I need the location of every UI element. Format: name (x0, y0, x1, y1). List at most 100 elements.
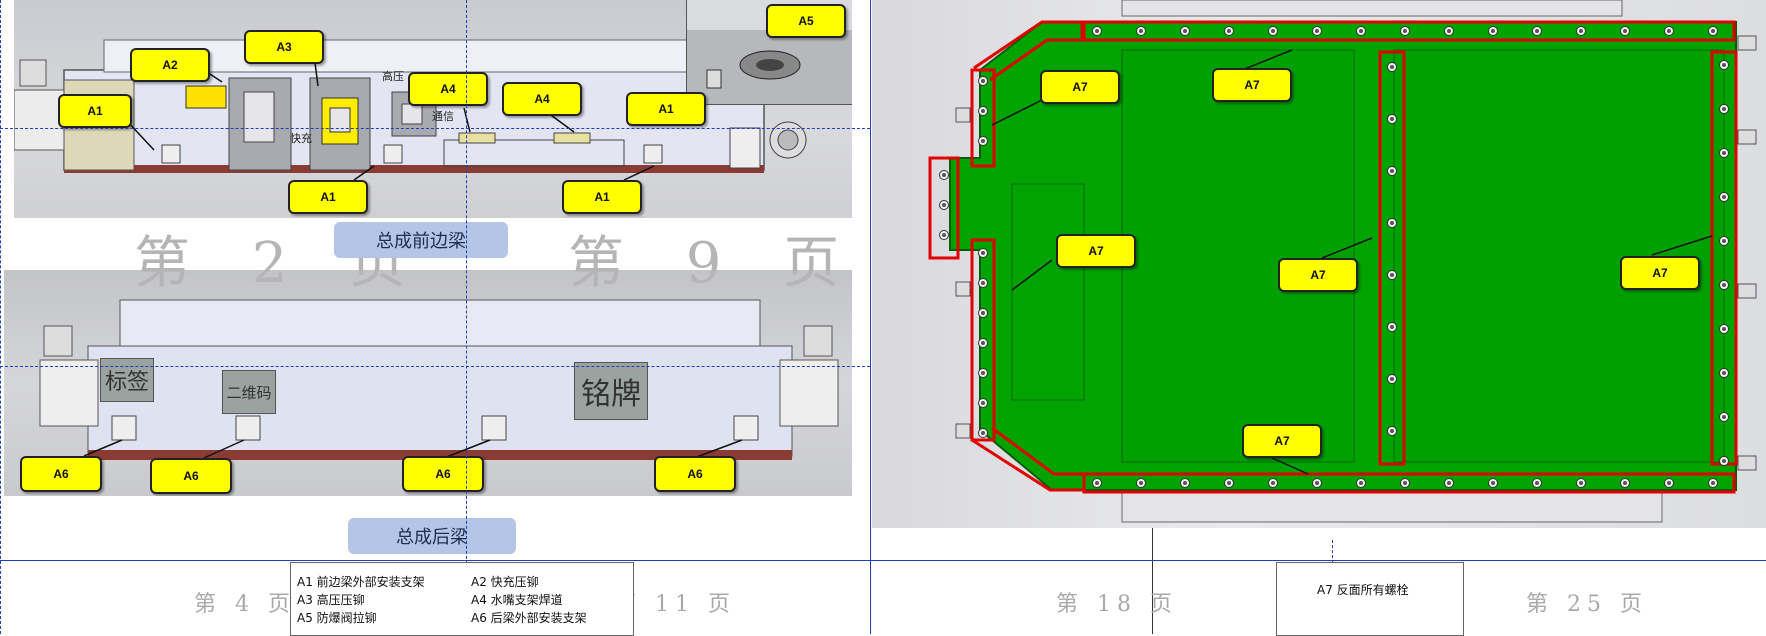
bolt-icon (978, 106, 988, 116)
page-divider (0, 0, 1, 634)
bolt-layer (872, 0, 1766, 528)
qr-code-plate: 二维码 (222, 370, 276, 414)
legend-item-a6: A6 后梁外部安装支架 (471, 609, 587, 626)
legend-code: A3 (297, 593, 313, 607)
callout-a6: A6 (402, 456, 484, 492)
callout-a7: A7 (1242, 424, 1322, 458)
bolt-icon (1719, 412, 1729, 422)
bolt-icon (1719, 236, 1729, 246)
legend-text: 水嘴支架焊道 (490, 593, 563, 607)
bolt-icon (978, 428, 988, 438)
bolt-icon (1620, 26, 1630, 36)
bolt-icon (1387, 374, 1397, 384)
legend-item-a2: A2 快充压铆 (471, 573, 539, 590)
legend-text: 高压压铆 (316, 593, 365, 607)
bolt-icon (1180, 478, 1190, 488)
legend-item-a3: A3 高压压铆 (297, 591, 365, 608)
bolt-icon (1488, 26, 1498, 36)
legend-item-a7: A7 反面所有螺栓 (1317, 581, 1409, 598)
legend-code: A7 (1317, 583, 1333, 597)
legend-text: 快充压铆 (490, 575, 539, 589)
bolt-icon (1387, 114, 1397, 124)
front-beam-view: 高压 快充 通信 A1 A2 A3 A4 A4 A1 A1 A1 A5 (14, 0, 852, 218)
callout-a6: A6 (150, 458, 232, 494)
bolt-icon (1268, 478, 1278, 488)
legend-text: 前边梁外部安装支架 (316, 575, 425, 589)
bolt-icon (1719, 456, 1729, 466)
bolt-icon (1488, 478, 1498, 488)
legend-item-a1: A1 前边梁外部安装支架 (297, 573, 425, 590)
legend: A1 前边梁外部安装支架 A2 快充压铆 A3 高压压铆 A4 水嘴支架焊道 A… (290, 562, 634, 636)
bolt-icon (1708, 478, 1718, 488)
bolt-icon (978, 248, 988, 258)
bolt-icon (1664, 26, 1674, 36)
page-divider (466, 0, 467, 634)
bolt-icon (1719, 324, 1729, 334)
bolt-icon (1620, 478, 1630, 488)
callout-a7: A7 (1620, 256, 1700, 290)
bolt-icon (1664, 478, 1674, 488)
callout-a4: A4 (408, 72, 488, 106)
legend-a7: A7 反面所有螺栓 (1276, 562, 1464, 636)
bottom-view: A7 A7 A7 A7 A7 A7 (872, 0, 1766, 528)
comm-label: 通信 (432, 110, 454, 123)
page-divider (870, 0, 871, 634)
callout-a3: A3 (244, 30, 324, 64)
legend-text: 反面所有螺栓 (1336, 583, 1409, 597)
bolt-icon (939, 170, 949, 180)
bolt-icon (1444, 478, 1454, 488)
page-watermark: 第 9 页 (568, 231, 862, 296)
callout-a7: A7 (1278, 258, 1358, 292)
bolt-icon (1387, 62, 1397, 72)
bolt-icon (1719, 148, 1729, 158)
bolt-icon (1387, 218, 1397, 228)
bolt-icon (1224, 26, 1234, 36)
nameplate: 铭牌 (574, 362, 648, 420)
bolt-icon (1356, 26, 1366, 36)
page-divider (0, 366, 870, 367)
bolt-icon (1387, 166, 1397, 176)
legend-code: A1 (297, 575, 313, 589)
bolt-icon (1312, 478, 1322, 488)
bolt-icon (1224, 478, 1234, 488)
callout-a2: A2 (130, 48, 210, 82)
bolt-icon (1387, 270, 1397, 280)
callout-a4: A4 (502, 82, 582, 116)
bolt-icon (1400, 478, 1410, 488)
bolt-icon (978, 136, 988, 146)
bolt-icon (1708, 26, 1718, 36)
bolt-icon (1719, 192, 1729, 202)
bolt-icon (939, 230, 949, 240)
bolt-icon (1400, 26, 1410, 36)
footer-page-number: 第 4 页 (194, 592, 296, 617)
callout-a6: A6 (20, 456, 102, 492)
bolt-icon (1092, 478, 1102, 488)
bolt-icon (1356, 478, 1366, 488)
page-divider (0, 128, 870, 129)
label-plate: 标签 (100, 358, 154, 402)
callout-a1: A1 (288, 180, 368, 214)
rear-beam-drawing (39, 299, 839, 460)
bolt-icon (1576, 26, 1586, 36)
legend-code: A4 (471, 593, 487, 607)
fast-charge-label: 快充 (290, 132, 312, 145)
legend-text: 防爆阀拉铆 (316, 611, 377, 625)
bolt-icon (1387, 322, 1397, 332)
bolt-icon (1136, 478, 1146, 488)
callout-a5: A5 (766, 4, 846, 38)
bolt-icon (1576, 478, 1586, 488)
legend-code: A6 (471, 611, 487, 625)
bolt-icon (978, 278, 988, 288)
bolt-icon (978, 398, 988, 408)
callout-a7: A7 (1040, 70, 1120, 104)
bolt-icon (978, 338, 988, 348)
callout-a6: A6 (654, 456, 736, 492)
legend-item-a4: A4 水嘴支架焊道 (471, 591, 563, 608)
bolt-icon (1136, 26, 1146, 36)
bolt-icon (1444, 26, 1454, 36)
footer-page-number: 第 25 页 (1526, 592, 1648, 617)
bolt-icon (1719, 104, 1729, 114)
bolt-icon (1180, 26, 1190, 36)
footer-page-number: 第 18 页 (1056, 592, 1178, 617)
callout-a1: A1 (58, 94, 132, 128)
